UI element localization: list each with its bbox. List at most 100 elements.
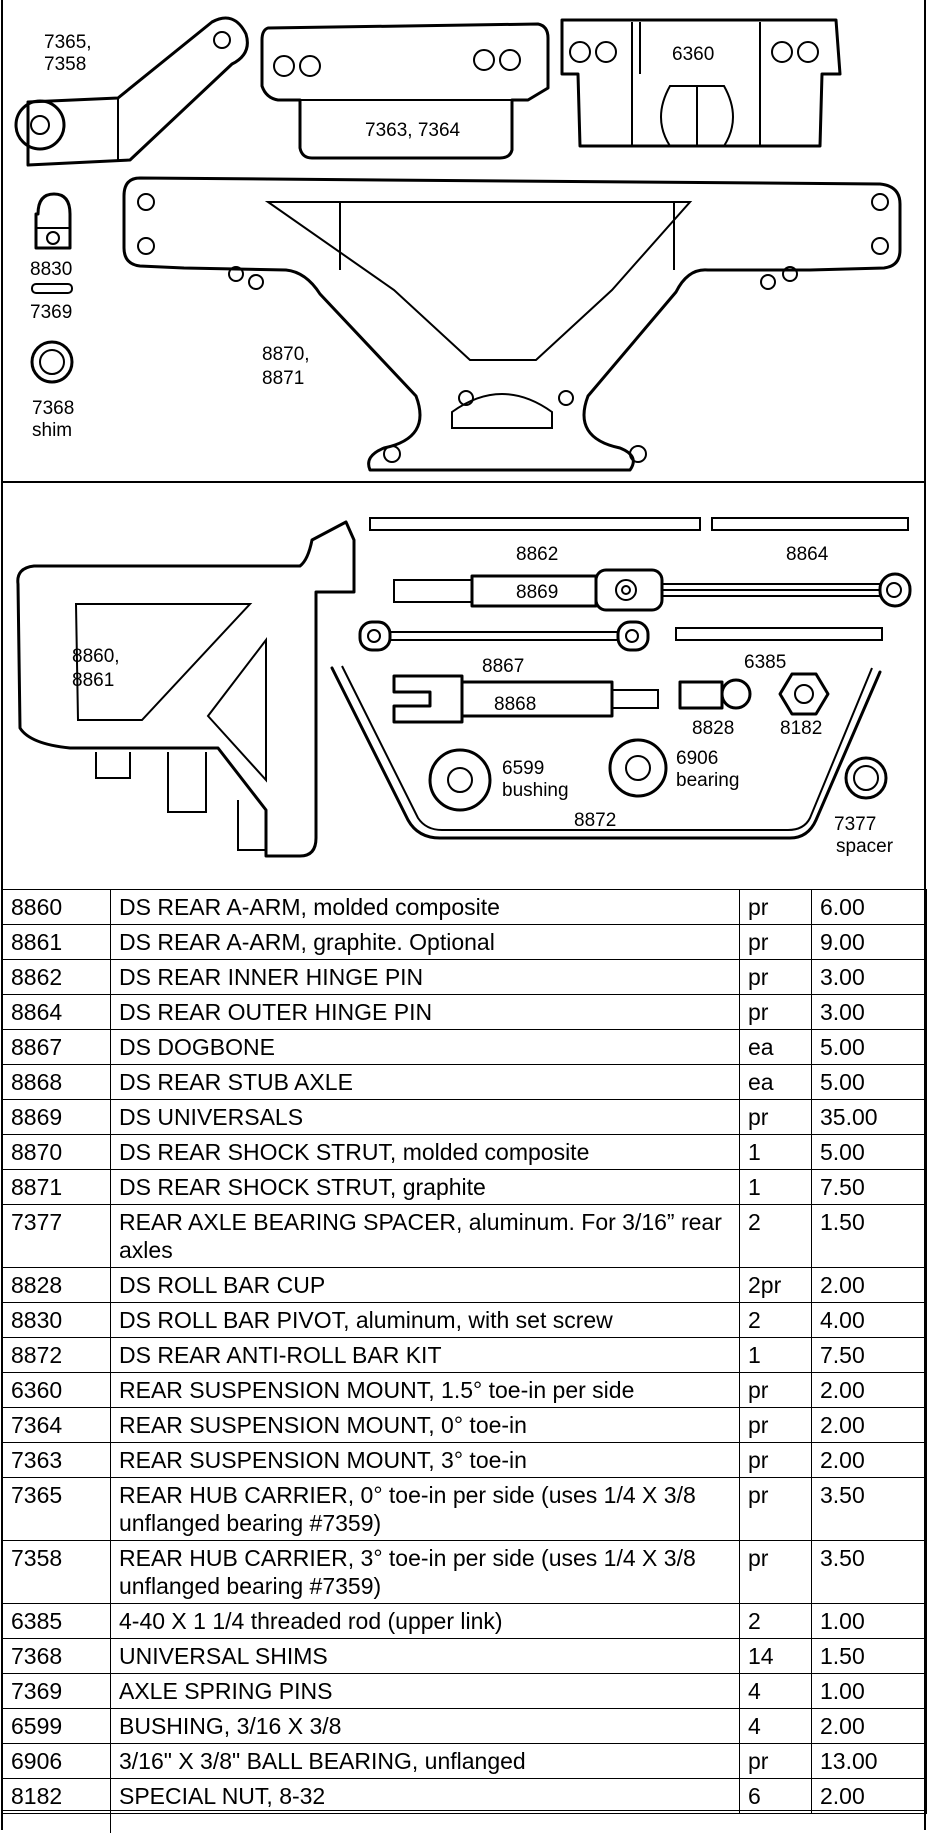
outer-hinge-pin-part <box>711 517 909 531</box>
price-cell: 2.00 <box>811 1372 927 1408</box>
description-cell: REAR SUSPENSION MOUNT, 1.5° toe-in per s… <box>110 1372 740 1408</box>
price-cell: 1.50 <box>811 1204 927 1268</box>
label-bearing-2: bearing <box>676 770 739 791</box>
unit-cell: 4 <box>739 1708 812 1744</box>
part-number-cell: 7364 <box>2 1407 111 1443</box>
anti-roll-bar-part <box>330 666 882 840</box>
label-a-arm-2: 8861 <box>72 670 114 691</box>
unit-cell: pr <box>739 994 812 1030</box>
part-number-cell: 6360 <box>2 1372 111 1408</box>
label-spacer-1: 7377 <box>834 814 876 835</box>
unit-cell: 2 <box>739 1302 812 1338</box>
unit-cell: pr <box>739 1099 812 1135</box>
description-cell: DS REAR ANTI-ROLL BAR KIT <box>110 1337 740 1373</box>
description-cell: SPECIAL NUT, 8-32 <box>110 1778 740 1814</box>
label-anti-roll-bar: 8872 <box>574 810 616 831</box>
unit-cell: ea <box>739 1064 812 1100</box>
description-cell: DS REAR A-ARM, graphite. Optional <box>110 924 740 960</box>
label-threaded-rod: 6385 <box>744 652 786 673</box>
price-cell: 9.00 <box>811 924 927 960</box>
label-outer-pin: 8864 <box>786 544 829 565</box>
unit-cell: pr <box>739 889 812 925</box>
unit-cell: 2 <box>739 1204 812 1268</box>
unit-cell: pr <box>739 1540 812 1604</box>
unit-cell: 1 <box>739 1337 812 1373</box>
bearing-part <box>608 738 668 798</box>
unit-cell: ea <box>739 1029 812 1065</box>
unit-cell: pr <box>739 1407 812 1443</box>
universal-part <box>393 568 912 612</box>
unit-cell: pr <box>739 1442 812 1478</box>
description-cell: DS REAR A-ARM, molded composite <box>110 889 740 925</box>
label-shock-strut-1: 8870, <box>262 344 310 365</box>
description-cell: DS ROLL BAR PIVOT, aluminum, with set sc… <box>110 1302 740 1338</box>
part-number-cell: 8830 <box>2 1302 111 1338</box>
description-cell: DS DOGBONE <box>110 1029 740 1065</box>
unit-cell: 2pr <box>739 1267 812 1303</box>
unit-cell: 2 <box>739 1603 812 1639</box>
label-shim-1: 7368 <box>32 398 74 419</box>
part-number-cell: 8870 <box>2 1134 111 1170</box>
shock-strut-part <box>122 176 902 472</box>
description-cell: DS REAR OUTER HINGE PIN <box>110 994 740 1030</box>
part-number-cell: 6599 <box>2 1708 111 1744</box>
part-number-cell: 8182 <box>2 1778 111 1814</box>
unit-cell: 4 <box>739 1673 812 1709</box>
price-cell: 1.00 <box>811 1673 927 1709</box>
description-cell: REAR SUSPENSION MOUNT, 3° toe-in <box>110 1442 740 1478</box>
nut-part <box>778 672 830 716</box>
price-cell: 4.00 <box>811 1302 927 1338</box>
stub-axle-part <box>392 674 659 724</box>
price-cell: 2.00 <box>811 1442 927 1478</box>
label-hub-carrier-2: 7358 <box>44 54 86 75</box>
description-cell: REAR SUSPENSION MOUNT, 0° toe-in <box>110 1407 740 1443</box>
label-dogbone: 8867 <box>482 656 524 677</box>
description-cell: 3/16" X 3/8" BALL BEARING, unflanged <box>110 1743 740 1779</box>
part-number-cell: 8862 <box>2 959 111 995</box>
price-cell: 2.00 <box>811 1407 927 1443</box>
price-cell: 2.00 <box>811 1778 927 1814</box>
roll-bar-pivot-part <box>34 192 72 250</box>
price-cell: 1.50 <box>811 1638 927 1674</box>
table-tail-divider <box>110 1811 111 1833</box>
description-cell: REAR AXLE BEARING SPACER, aluminum. For … <box>110 1204 740 1268</box>
price-cell: 2.00 <box>811 1267 927 1303</box>
part-number-cell: 8869 <box>2 1099 111 1135</box>
part-number-cell: 7365 <box>2 1477 111 1541</box>
part-number-cell: 8861 <box>2 924 111 960</box>
label-roll-bar-pivot: 8830 <box>30 259 72 280</box>
label-roll-bar-cup: 8828 <box>692 718 734 739</box>
spring-pin-part <box>31 283 73 294</box>
part-number-cell: 6906 <box>2 1743 111 1779</box>
unit-cell: pr <box>739 1477 812 1541</box>
label-a-arm-1: 8860, <box>72 646 120 667</box>
a-arm-part <box>16 520 356 858</box>
table-tail-row <box>2 1810 926 1833</box>
hub-carrier-part <box>14 16 249 167</box>
label-toe-mount: 6360 <box>672 44 714 65</box>
part-number-cell: 8872 <box>2 1337 111 1373</box>
label-spring-pin: 7369 <box>30 302 72 323</box>
part-number-cell: 7377 <box>2 1204 111 1268</box>
label-bushing-2: bushing <box>502 780 569 801</box>
unit-cell: 14 <box>739 1638 812 1674</box>
label-hub-carrier-1: 7365, <box>44 32 92 53</box>
label-universal: 8869 <box>516 582 558 603</box>
label-suspension-mount: 7363, 7364 <box>365 120 461 141</box>
part-number-cell: 8860 <box>2 889 111 925</box>
description-cell: DS REAR STUB AXLE <box>110 1064 740 1100</box>
